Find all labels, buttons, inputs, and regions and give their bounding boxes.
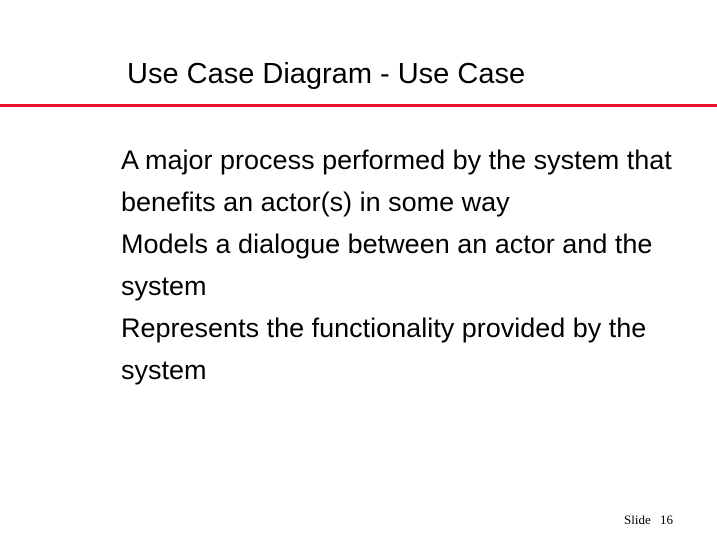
bullet-point-3: Represents the functionality provided by… [121,313,647,385]
slide-title: Use Case Diagram - Use Case [127,58,526,90]
slide-number: Slide 16 [624,512,673,528]
title-divider [0,104,717,107]
slide-number-value: 16 [659,512,673,527]
bullet-list: A major process performed by the system … [121,139,681,391]
slide-number-label: Slide [624,512,651,527]
bullet-point-1: A major process performed by the system … [121,145,672,217]
bullet-point-2: Models a dialogue between an actor and t… [121,229,653,301]
